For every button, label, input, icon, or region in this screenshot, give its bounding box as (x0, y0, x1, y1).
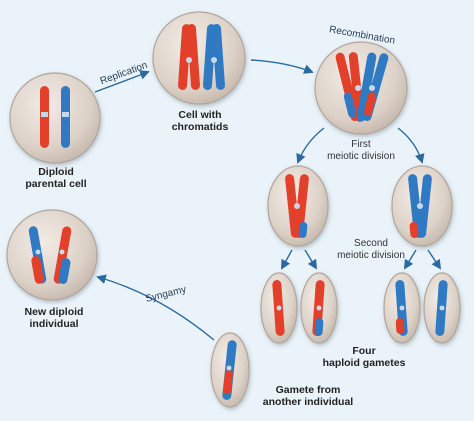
label-first-division: First meiotic division (327, 139, 395, 162)
gamete-1 (260, 272, 298, 344)
gamete-other-individual (210, 332, 250, 408)
arrow-second-div-4 (427, 249, 442, 270)
label-second-division: Second meiotic division (337, 238, 405, 261)
daughter-cell-right (391, 165, 453, 247)
diploid-parental-cell (9, 72, 101, 164)
gamete-3 (383, 272, 421, 344)
cell-with-chromatids (152, 11, 246, 105)
recombination-cell (314, 41, 408, 135)
label-four-gametes: Four haploid gametes (322, 345, 406, 370)
gamete-4 (423, 272, 461, 344)
arrow-first-division-left (296, 127, 325, 164)
gamete-2 (300, 272, 338, 344)
label-new-diploid: New diploid individual (24, 306, 84, 331)
arrow-second-div-1 (281, 249, 293, 270)
arrow-second-div-2 (304, 249, 318, 270)
label-cell-with-chromatids: Cell with chromatids (171, 109, 229, 134)
new-diploid-cell (6, 209, 98, 301)
label-diploid-parent: Diploid parental cell (25, 166, 87, 191)
arrow-to-recombination (250, 59, 314, 74)
arrow-second-div-3 (403, 249, 417, 270)
arrow-syngamy (96, 274, 215, 341)
daughter-cell-left (267, 165, 329, 247)
label-gamete-other: Gamete from another individual (262, 384, 354, 409)
arrow-replication (94, 70, 150, 93)
arrow-first-division-right (397, 127, 425, 164)
